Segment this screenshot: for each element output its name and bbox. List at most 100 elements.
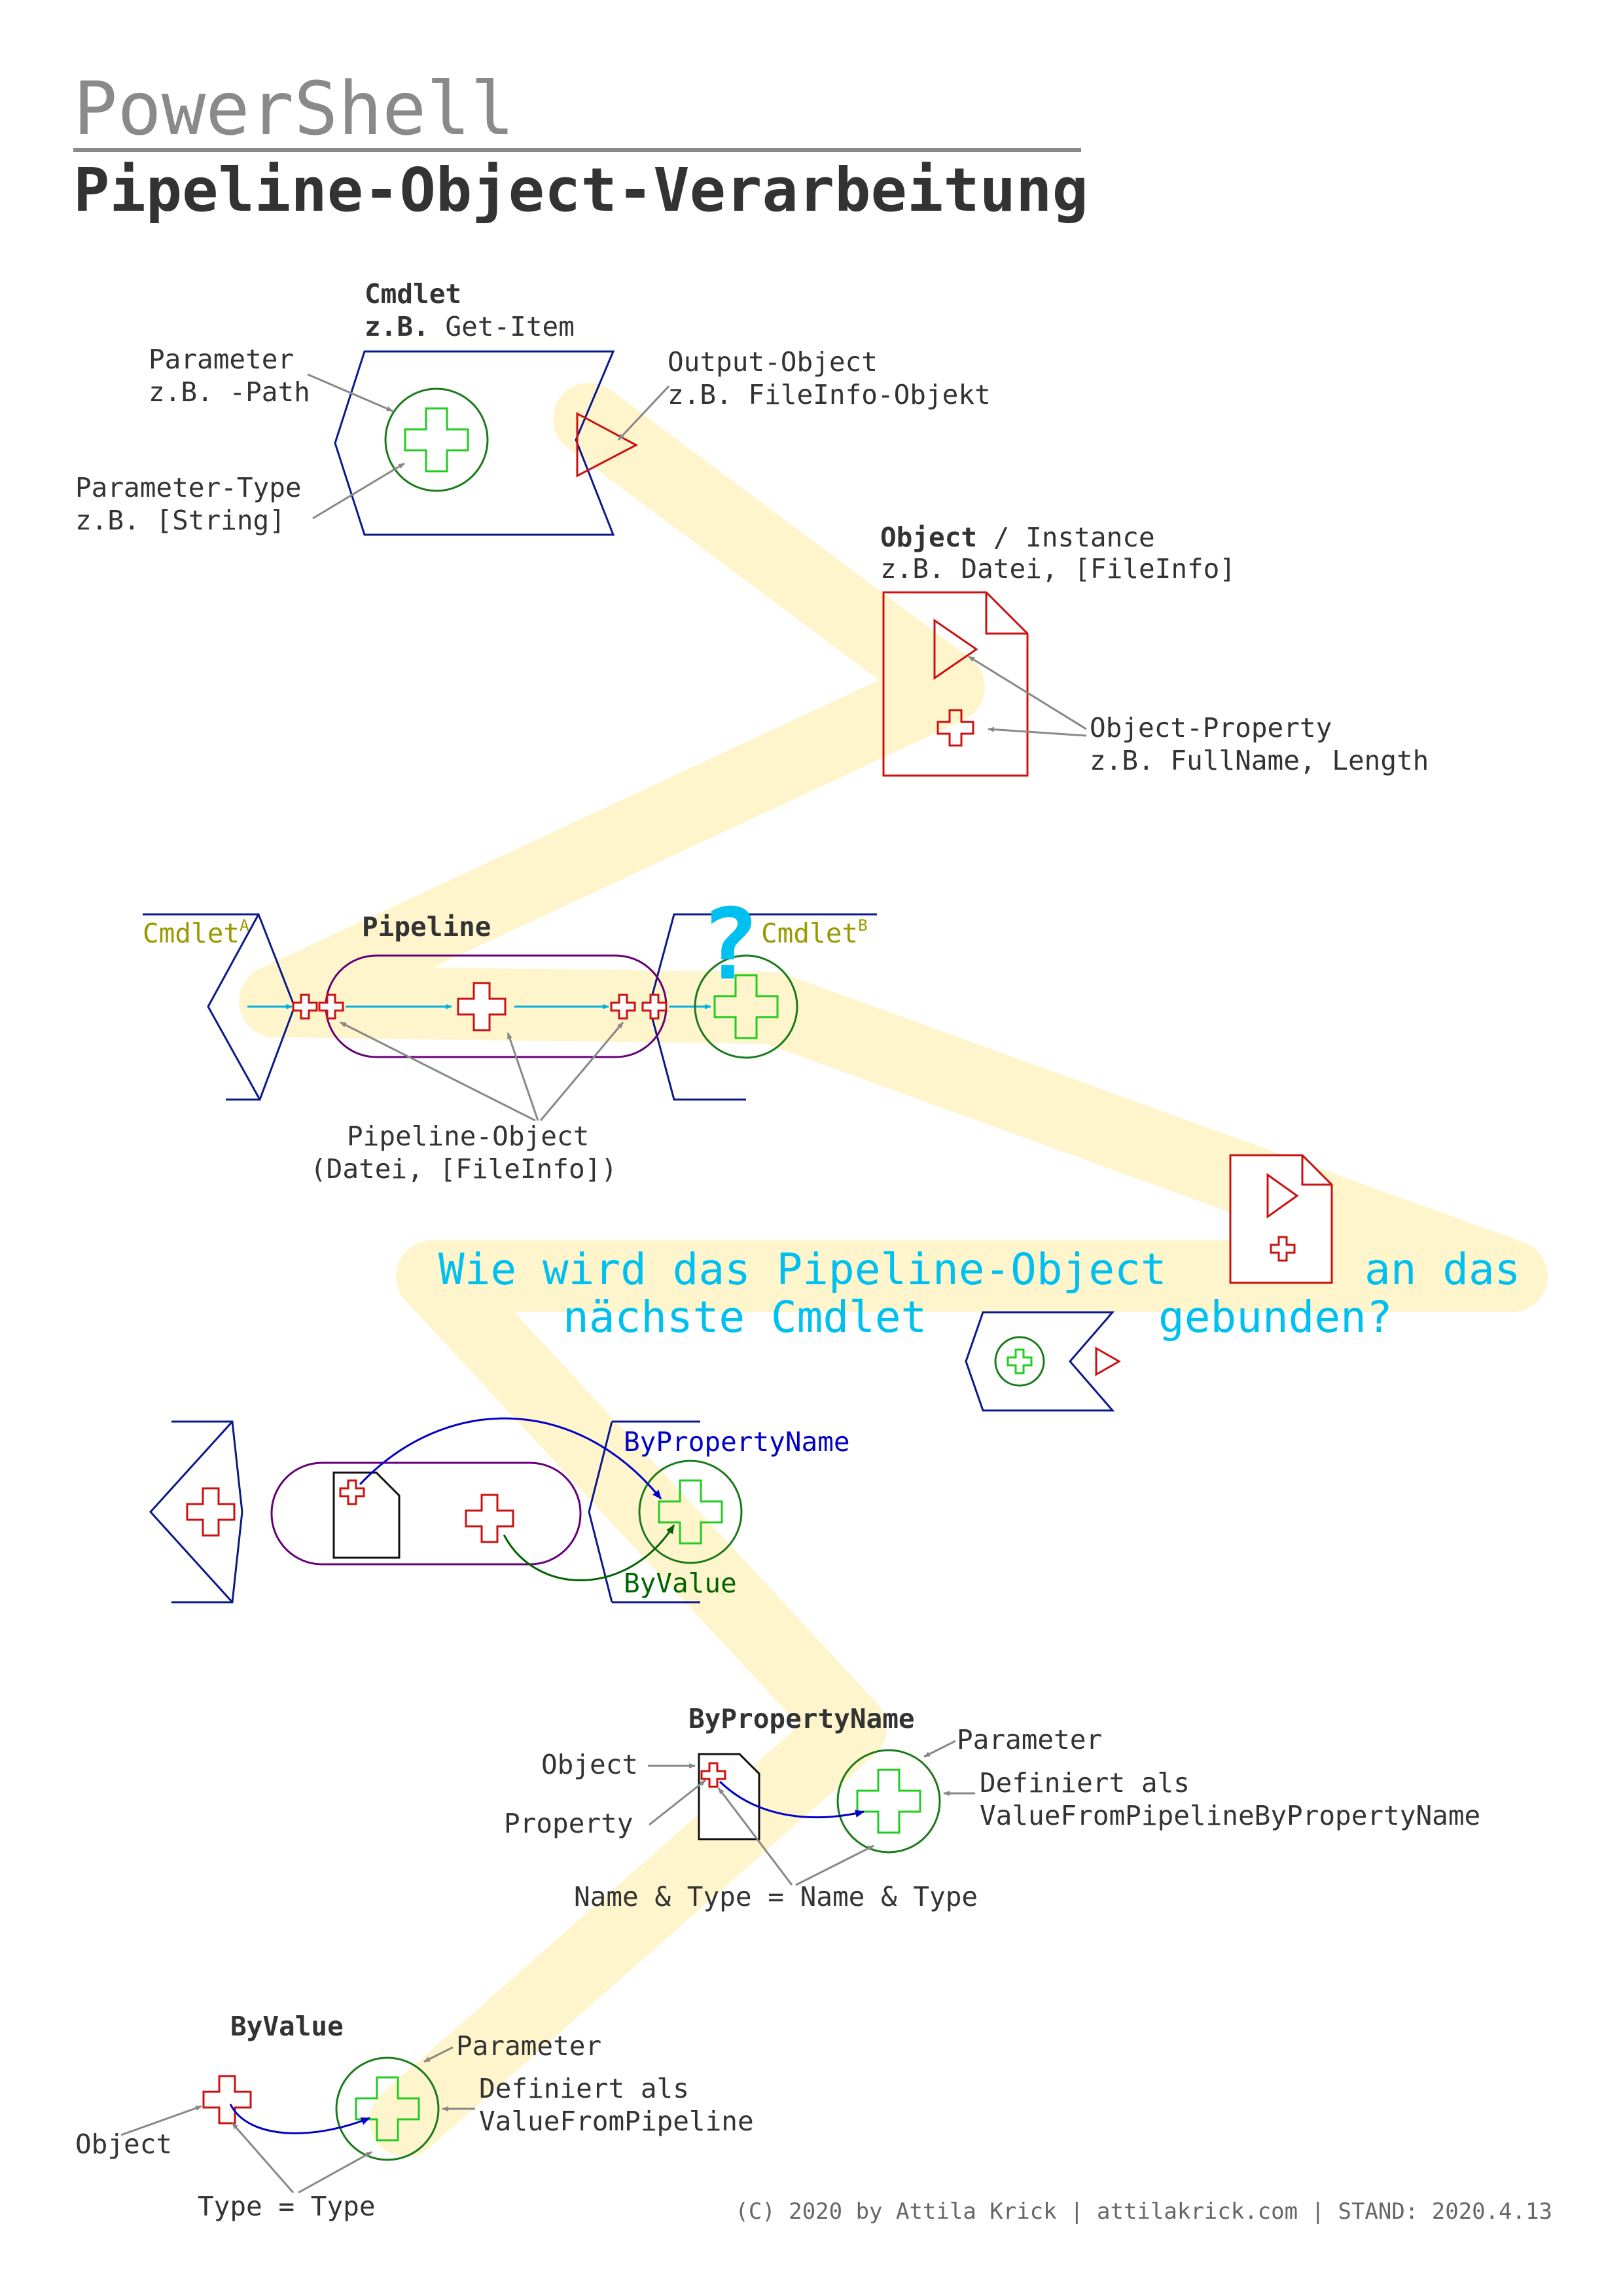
page-title: PowerShell: [73, 67, 514, 152]
parameter-type-label: Parameter-Type: [75, 472, 302, 503]
object-heading: Object / Instance: [880, 522, 1155, 553]
parameter-circle: [384, 387, 489, 492]
highlight-path: [239, 383, 1548, 2157]
source-object-icon: [186, 1487, 236, 1537]
by-property-name-heading: ByPropertyName: [688, 1703, 915, 1734]
source-cmdlet-top: [171, 1420, 243, 1604]
target-cmdlet-edges: [612, 1420, 700, 1604]
cmdlet-a-text: Cmdlet: [143, 918, 240, 949]
output-pointer: [617, 385, 670, 441]
document-icon: [332, 1471, 401, 1559]
property-label: Object-Property: [1090, 712, 1332, 744]
cmdlet-b-sup: B: [858, 916, 867, 935]
pipeline-object-example: (Datei, [FileInfo]): [310, 1153, 617, 1185]
parameter-cross-icon: [856, 1768, 921, 1834]
pipeline-label: Pipeline: [362, 911, 491, 942]
match-pointer-left: [717, 1787, 793, 1886]
output-example: z.B. FileInfo-Objekt: [668, 379, 991, 410]
parameter-label: Parameter: [957, 1724, 1102, 1755]
parameter-label: Parameter: [149, 344, 294, 375]
pipeline-object-icon: [465, 1494, 514, 1543]
property-pointer-1: [968, 655, 1087, 730]
small-cmdlet-icon: [965, 1311, 1115, 1412]
parameter-cross-icon: [404, 407, 469, 473]
object-cross-icon: [202, 2075, 252, 2125]
cmdlet-example-value: Get-Item: [429, 311, 575, 342]
cmdlet-label: Cmdlet: [365, 278, 461, 310]
property-label: Property: [504, 1808, 633, 1839]
pipeline-section: CmdletA Pipeline CmdletB ? Pipeline-Obje…: [143, 888, 877, 1185]
parameter-label: Parameter: [456, 2030, 601, 2062]
object-label: Object: [880, 522, 977, 553]
cmdlet-a-label: CmdletA: [143, 916, 249, 949]
parameter-pointer: [923, 1740, 956, 1758]
defined-line1: Definiert als: [479, 2073, 689, 2104]
cmdlet-b-label: CmdletB: [761, 916, 868, 949]
document-fold: [1301, 1155, 1332, 1186]
defined-line1: Definiert als: [980, 1767, 1190, 1799]
by-value-heading: ByValue: [230, 2011, 344, 2042]
binding-arrow: [229, 2104, 370, 2134]
question-mark-icon: ?: [700, 888, 759, 1002]
parameter-circle: [335, 2056, 440, 2161]
by-value-detail: ByValue Object Parameter Definiert als V…: [75, 2011, 754, 2222]
pipeline-capsule: [270, 1462, 582, 1566]
small-output-triangle-icon: [1095, 1346, 1122, 1376]
cmdlet-example-prefix: z.B.: [365, 311, 429, 342]
by-property-arrow: [359, 1417, 662, 1499]
output-triangle-icon: [576, 412, 639, 478]
defined-line2: ValueFromPipeline: [479, 2106, 754, 2137]
parameter-pointer: [423, 2046, 454, 2063]
object-example: z.B. Datei, [FileInfo]: [880, 553, 1236, 584]
object-triangle-icon: [933, 619, 978, 680]
object-pointer: [120, 2105, 202, 2136]
parameter-example: z.B. -Path: [149, 376, 310, 408]
object-document-icon: [882, 591, 1029, 777]
header: PowerShell Pipeline-Object-Verarbeitung: [73, 67, 1088, 225]
page-subtitle: Pipeline-Object-Verarbeitung: [73, 155, 1088, 225]
document-icon: [698, 1753, 760, 1840]
binding-arrow: [719, 1780, 865, 1819]
small-parameter-circle: [994, 1336, 1045, 1387]
object-anatomy: Object / Instance z.B. Datei, [FileInfo]…: [880, 522, 1429, 777]
parameter-circle: [638, 1460, 743, 1564]
question-line2-b: gebunden?: [1158, 1292, 1393, 1342]
instance-label: / Instance: [977, 522, 1155, 553]
document-fold: [985, 592, 1027, 635]
pipeline-object-label: Pipeline-Object: [347, 1121, 589, 1152]
footer-credit: (C) 2020 by Attila Krick | attilakrick.c…: [735, 2198, 1552, 2225]
small-triangle-icon: [1266, 1173, 1299, 1219]
cmdlet-a-shape: [207, 914, 261, 1100]
cmdlet-a-sup: A: [240, 916, 249, 935]
question-line1-b: an das: [1364, 1244, 1520, 1295]
question-line1-a: Wie wird das Pipeline-Object: [438, 1244, 1167, 1295]
cmdlet-example: z.B. Get-Item: [365, 311, 575, 342]
defined-line2: ValueFromPipelineByPropertyName: [980, 1800, 1480, 1831]
match-pointer-right: [795, 1844, 874, 1886]
property-pointer-2: [988, 726, 1087, 737]
cmdlet-b-text: Cmdlet: [761, 918, 858, 949]
parameter-type-pointer: [312, 462, 405, 520]
parameter-circle: [694, 954, 798, 1059]
small-document-icon: [1229, 1154, 1333, 1284]
parameter-pointer: [307, 373, 393, 412]
cmdlet-shape: [334, 350, 615, 536]
parameter-circle: [836, 1749, 941, 1854]
by-value-label: ByValue: [624, 1568, 737, 1599]
target-cmdlet-shape: [588, 1421, 613, 1603]
parameter-type-example: z.B. [String]: [75, 505, 285, 536]
by-value-arrow: [503, 1524, 675, 1581]
source-cmdlet-shape: [149, 1420, 234, 1604]
pipeline-object-pointer: [507, 1032, 539, 1121]
property-pointer: [649, 1779, 706, 1826]
question-line2-a: nächste Cmdlet: [563, 1292, 927, 1342]
match-text: Type = Type: [198, 2191, 376, 2222]
pipeline-object-pointer: [539, 1022, 624, 1121]
property-example: z.B. FullName, Length: [1090, 745, 1429, 776]
match-pointer-left: [231, 2123, 294, 2193]
by-property-name-label: ByPropertyName: [624, 1426, 850, 1458]
object-label: Object: [541, 1749, 638, 1780]
match-text: Name & Type = Name & Type: [574, 1881, 978, 1912]
pipeline-object-pointer: [340, 1021, 536, 1122]
